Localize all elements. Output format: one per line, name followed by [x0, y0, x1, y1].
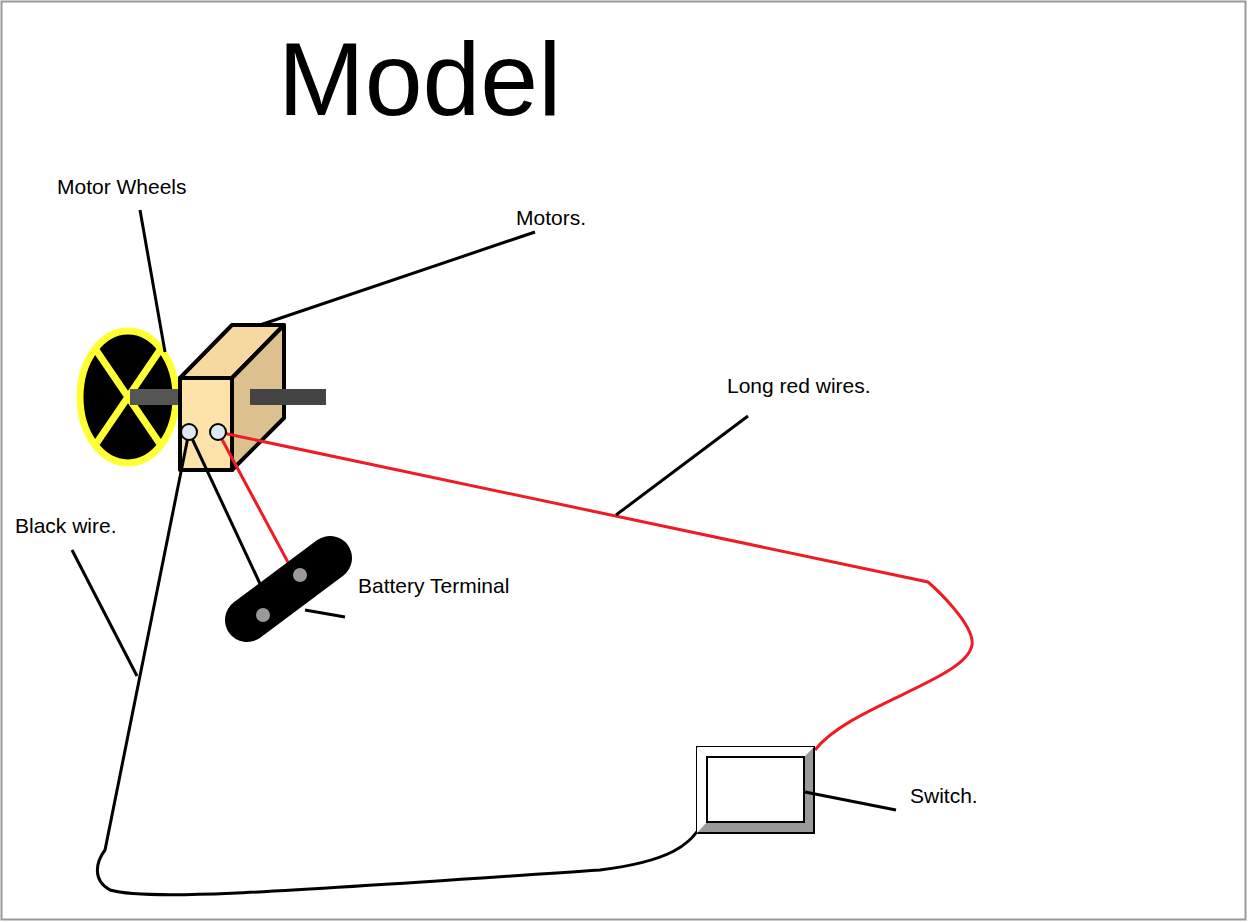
axle — [130, 389, 180, 405]
switch — [697, 747, 814, 833]
part-label: Motor Wheels — [57, 175, 187, 198]
part-label: Switch. — [910, 784, 978, 807]
motor-terminal — [181, 424, 197, 440]
axle — [250, 389, 326, 405]
motor-terminal — [210, 424, 226, 440]
title: Model — [278, 22, 561, 136]
part-label: Motors. — [516, 206, 586, 229]
part-label: Battery Terminal — [358, 574, 509, 597]
part-label: Long red wires. — [727, 374, 871, 397]
wires — [97, 432, 972, 895]
leader-lines — [72, 210, 896, 810]
part-label: Black wire. — [15, 514, 117, 537]
